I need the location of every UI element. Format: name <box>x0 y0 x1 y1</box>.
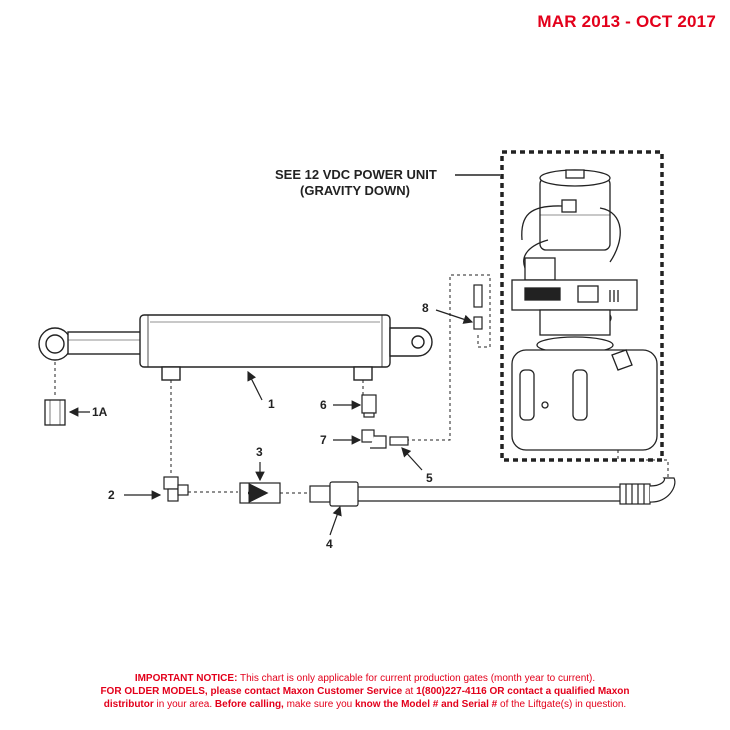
callout-8: 8 <box>422 301 429 315</box>
pressure-line-dashed <box>408 274 491 441</box>
power-unit-label-line1: SEE 12 VDC POWER UNIT <box>275 167 437 182</box>
elbow-7 <box>361 429 387 449</box>
notice-line-3: distributor in your area. Before calling… <box>103 699 627 710</box>
power-unit-label-line2: (GRAVITY DOWN) <box>300 183 410 198</box>
callout-2: 2 <box>108 488 115 502</box>
callout-6: 6 <box>320 398 327 412</box>
important-notice: IMPORTANT NOTICE: This chart is only app… <box>0 672 730 711</box>
callout-1a: 1A <box>92 405 108 419</box>
callout-7: 7 <box>320 433 327 447</box>
hose-4 <box>309 477 676 507</box>
elbow-fitting-2 <box>163 476 189 502</box>
notice-line-2: FOR OLDER MODELS, please contact Maxon C… <box>100 686 630 697</box>
flow-valve-3 <box>239 482 281 504</box>
callout-1: 1 <box>268 397 275 411</box>
callout-5: 5 <box>426 471 433 485</box>
power-unit <box>511 169 658 451</box>
fitting-6 <box>361 394 377 418</box>
fitting-8 <box>473 284 483 330</box>
callout-3: 3 <box>256 445 263 459</box>
callout-4: 4 <box>326 537 333 551</box>
bushing-1a <box>44 399 66 426</box>
hydraulic-cylinder <box>38 314 433 381</box>
tube-5 <box>389 436 409 446</box>
date-range-heading: MAR 2013 - OCT 2017 <box>537 12 716 31</box>
notice-line-1: IMPORTANT NOTICE: This chart is only app… <box>134 673 596 684</box>
